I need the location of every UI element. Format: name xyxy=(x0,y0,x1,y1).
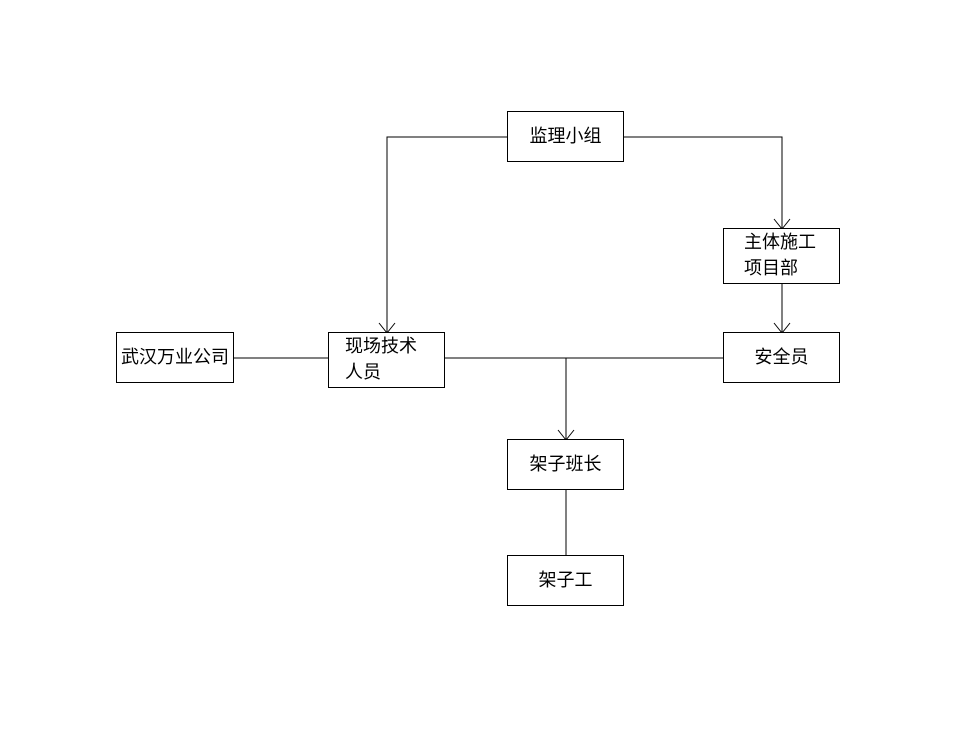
node-wuhan-wanye: 武汉万业公司 xyxy=(116,332,234,383)
node-label: 武汉万业公司 xyxy=(121,346,229,368)
node-label: 现场技术 人员 xyxy=(345,336,417,383)
node-safety-officer: 安全员 xyxy=(723,332,840,383)
node-label: 架子班长 xyxy=(529,453,602,475)
edge-supervision-to-construction xyxy=(623,136,783,229)
node-label: 架子工 xyxy=(538,569,593,591)
node-scaffold-foreman: 架子班长 xyxy=(507,439,624,490)
edge-supervision-to-technician xyxy=(386,136,508,333)
node-label: 监理小组 xyxy=(529,125,602,147)
node-site-technician: 现场技术 人员 xyxy=(328,332,445,388)
node-scaffolder: 架子工 xyxy=(507,555,624,606)
node-label: 主体施工 项目部 xyxy=(744,232,816,279)
node-supervision-group: 监理小组 xyxy=(507,111,624,162)
node-main-construction-dept: 主体施工 项目部 xyxy=(723,228,840,284)
node-label: 安全员 xyxy=(754,346,809,368)
